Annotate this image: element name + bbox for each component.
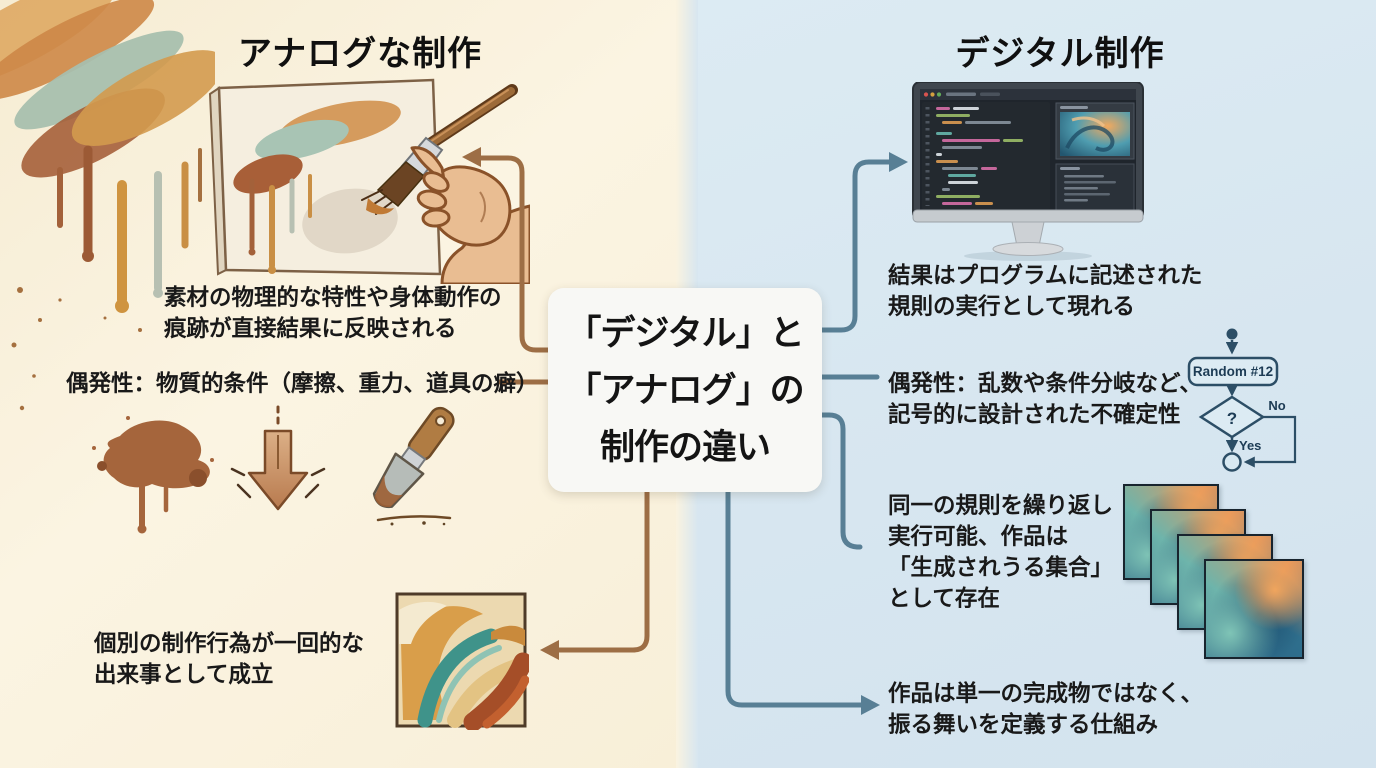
digital-point-program: 結果はプログラムに記述された 規則の実行として現れる [888, 263, 1203, 319]
analog-point-singular: 個別の制作行為が一回的な 出来事として成立 [94, 631, 365, 687]
flowchart-yes-label: Yes [1239, 438, 1261, 453]
digital-point-behavior: 作品は単一の完成物ではなく、 振る舞いを定義する仕組み [888, 681, 1204, 737]
palette-knife-icon [372, 406, 455, 526]
center-topic-line: 「デジタル」と [566, 313, 804, 353]
digital-point-repeatable: 同一の規則を繰り返し 実行可能、作品は 「生成されうる集合」 として存在 [888, 493, 1114, 611]
center-topic-line: 制作の違い [599, 427, 771, 467]
analog-point-contingency: 偶発性：物質的条件（摩擦、重力、道具の癖） [66, 371, 539, 396]
generated-image-4 [1204, 559, 1304, 659]
flowchart-start-node [1226, 328, 1238, 340]
monitor-code-illustration [912, 82, 1144, 261]
hand-painting-illustration [208, 78, 530, 284]
gravity-arrow-icon [230, 405, 326, 511]
corner-paint-strokes-decoration [0, 0, 215, 411]
abstract-painting-image [395, 592, 529, 730]
flowchart-end-node [1222, 452, 1242, 472]
digital-point-contingency: 偶発性：乱数や条件分岐など、 記号的に設計された不確定性 [888, 371, 1202, 427]
flowchart-decision-label: ? [1227, 409, 1237, 428]
digital-title: デジタル制作 [955, 35, 1165, 73]
center-topic-box: 「デジタル」と 「アナログ」の 制作の違い [548, 288, 822, 492]
paint-splatter-icon [92, 416, 214, 534]
flowchart-random-label: Random #12 [1193, 364, 1273, 379]
analog-title: アナログな制作 [237, 35, 483, 73]
center-topic-line: 「アナログ」の [566, 370, 804, 410]
generated-images-stack [1123, 484, 1313, 659]
analog-point-material: 素材の物理的な特性や身体動作の 痕跡が直接結果に反映される [164, 285, 502, 341]
random-flowchart: Random #12 ? No Yes [1187, 328, 1297, 472]
flowchart-no-label: No [1268, 398, 1285, 413]
